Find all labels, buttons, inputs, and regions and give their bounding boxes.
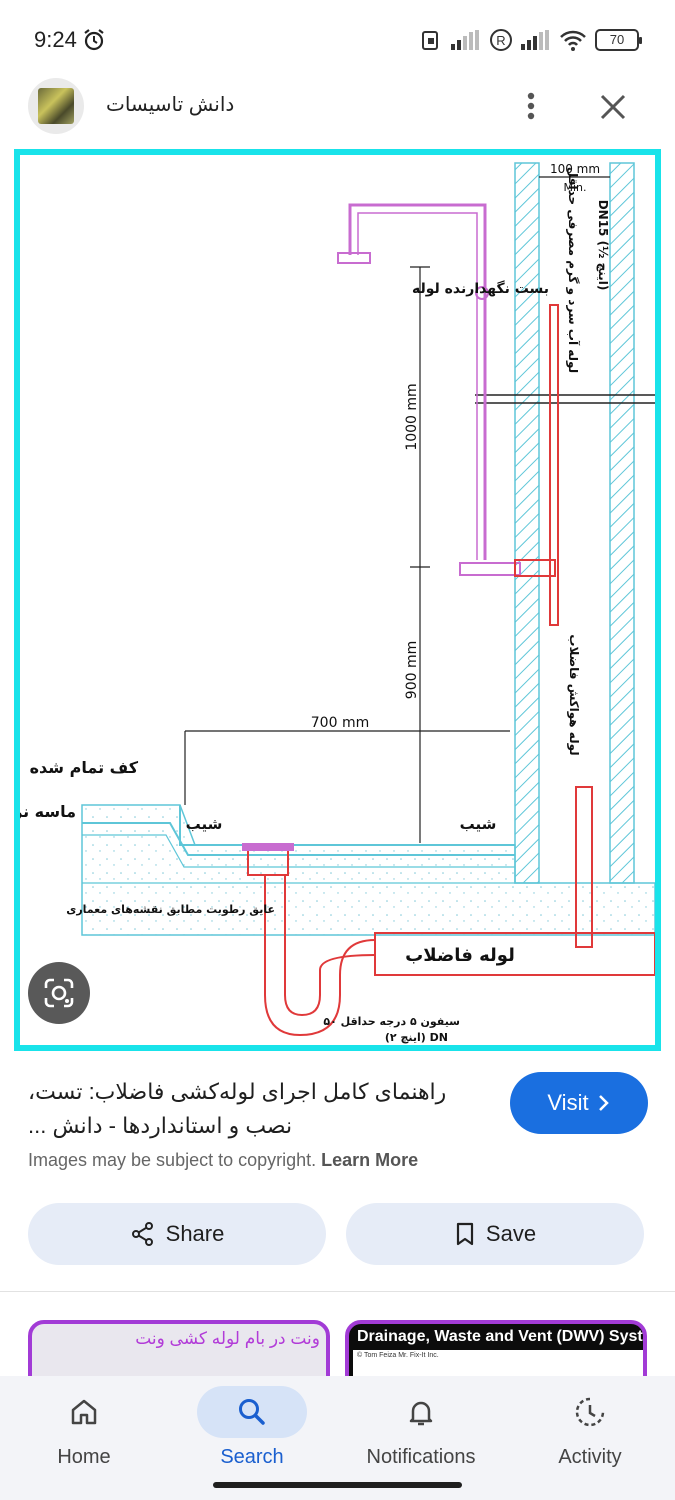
- visit-button[interactable]: Visit: [510, 1072, 648, 1134]
- bell-icon: [409, 1401, 433, 1426]
- related-1-text: ونت در بام لوله کشی ونت: [135, 1329, 320, 1348]
- nav-notifications-label: Notifications: [366, 1446, 476, 1468]
- registered-icon: R: [490, 29, 512, 51]
- related-2-sub: © Tom Feiza Mr. Fix-It Inc.: [357, 1352, 439, 1359]
- nav-search-label: Search: [220, 1446, 284, 1468]
- label-width-top: 100 mm: [550, 162, 600, 176]
- share-button[interactable]: Share: [28, 1203, 326, 1265]
- siphon: [264, 875, 376, 1037]
- search-icon: [239, 1399, 265, 1425]
- site-avatar[interactable]: [28, 78, 84, 134]
- lens-icon: [44, 978, 74, 1008]
- nav-notifications[interactable]: Notifications: [337, 1376, 505, 1486]
- header: دانش تاسیسات: [0, 78, 675, 138]
- status-icons: R 70: [419, 28, 642, 52]
- nfc-icon: [422, 31, 438, 50]
- home-indicator[interactable]: [213, 1482, 462, 1488]
- learn-more-link[interactable]: Learn More: [321, 1150, 419, 1170]
- home-icon: [71, 1399, 97, 1425]
- nav-search[interactable]: Search: [168, 1376, 336, 1486]
- divider: [0, 1291, 675, 1292]
- shower-pipe: [348, 203, 487, 560]
- wall-left: [514, 162, 540, 884]
- site-name[interactable]: دانش تاسیسات: [106, 94, 235, 116]
- activity-icon: [575, 1397, 605, 1427]
- label-700: 700 mm: [311, 715, 369, 731]
- save-label: Save: [485, 1221, 537, 1246]
- battery-icon: 70: [595, 29, 642, 51]
- bottom-nav: Home Search Notifications Activity: [0, 1376, 675, 1500]
- more-vert-icon: [527, 92, 535, 120]
- related-2-title: Drainage, Waste and Vent (DWV) System: [357, 1328, 647, 1345]
- status-time: 9:24: [34, 27, 77, 52]
- label-finished-floor: کف تمام شده: [30, 758, 139, 777]
- save-button[interactable]: Save: [346, 1203, 644, 1265]
- label-soft-sand: ماسه نرم: [20, 802, 76, 821]
- status-bar: 9:24 R 70: [0, 0, 675, 78]
- visit-label: Visit: [547, 1090, 589, 1115]
- nav-activity[interactable]: Activity: [506, 1376, 674, 1486]
- close-button[interactable]: [594, 88, 632, 126]
- image-preview[interactable]: بست نگهدارنده لوله 100 mm Min. 1000 mm 9…: [14, 149, 661, 1051]
- label-vent: لوله هواکش فاضلاب: [566, 634, 581, 755]
- share-icon: [131, 1222, 153, 1246]
- vent-pipe: [575, 786, 593, 948]
- close-icon: [600, 94, 626, 120]
- label-waste-pipe: لوله فاضلاب: [405, 945, 515, 966]
- more-options-button[interactable]: [515, 86, 547, 126]
- nav-home-label: Home: [57, 1446, 111, 1468]
- google-lens-button[interactable]: [28, 962, 90, 1024]
- wall-right: [609, 162, 635, 884]
- label-siphon-1: سیفون ۵ درجه حداقل ۵۰: [323, 1015, 460, 1028]
- copyright-notice: Images may be subject to copyright. Lear…: [28, 1150, 418, 1171]
- alarm-icon: [82, 28, 106, 57]
- label-cold-hot: لوله آب سرد و گرم مصرفی حداقل: [565, 167, 581, 373]
- nav-activity-label: Activity: [558, 1446, 622, 1468]
- signal-icon-2: [521, 30, 549, 50]
- label-900: 900 mm: [404, 641, 420, 699]
- label-1000: 1000 mm: [404, 383, 420, 450]
- bookmark-icon: [456, 1222, 474, 1246]
- wifi-icon: [560, 30, 586, 51]
- label-pipe-holder: بست نگهدارنده لوله: [412, 280, 549, 297]
- label-slope-left: شیب: [186, 815, 223, 833]
- label-siphon-2: (۲ اینچ) DN: [385, 1031, 448, 1044]
- chevron-right-icon: [598, 1095, 609, 1111]
- plumbing-diagram: بست نگهدارنده لوله 100 mm Min. 1000 mm 9…: [20, 162, 655, 1044]
- nav-home[interactable]: Home: [0, 1376, 168, 1486]
- share-label: Share: [165, 1221, 225, 1246]
- label-min: Min.: [563, 181, 586, 194]
- supply-pipe: [549, 304, 559, 626]
- label-insulation: عایق رطوبت مطابق نقشه‌های معماری: [66, 903, 275, 916]
- copyright-text: Images may be subject to copyright.: [28, 1150, 317, 1170]
- label-dn: DN15 (½ اینچ): [596, 200, 610, 291]
- signal-icon-1: [451, 30, 479, 50]
- result-title[interactable]: راهنمای کامل اجرای لوله‌کشی فاضلاب: تست،…: [28, 1079, 447, 1138]
- svg-text:R: R: [496, 33, 505, 48]
- label-slope-right: شیب: [460, 815, 497, 833]
